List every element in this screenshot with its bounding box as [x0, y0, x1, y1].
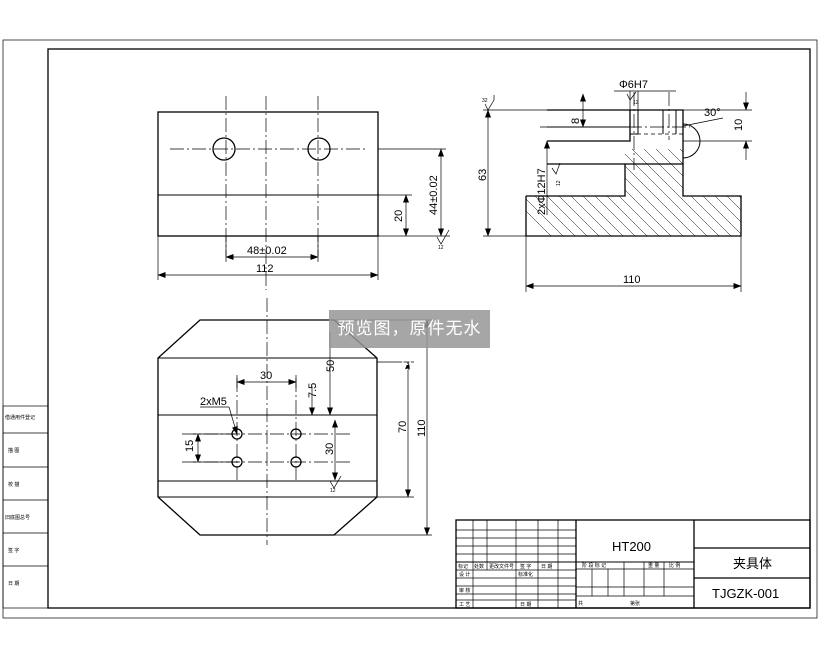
roughness-symbol-side-top: 32: [482, 95, 495, 111]
roughness-top-value: 12: [438, 245, 444, 251]
side-label-check: 校 描: [8, 481, 19, 488]
sheet-number: 第张: [630, 600, 640, 607]
side-label-register: 借通用件登记: [5, 414, 35, 421]
dim-thread: 2xM5: [200, 396, 227, 408]
roughness-fit-value: 12: [556, 180, 562, 186]
stage-header-mark: 阶 段 标 记: [582, 562, 606, 569]
title-block: 标记 处数 更改文件号 签 字 日 期 设 计 标准化 审 核 工 艺 日 期 …: [455, 519, 811, 609]
top-view-outline: [157, 111, 379, 237]
row-date: 日 期: [520, 602, 531, 608]
dim-fit: 2xΦ12H7: [536, 168, 548, 215]
section-outline: [525, 163, 742, 237]
rev-header-sign: 签 字: [520, 563, 531, 570]
row-review: 审 核: [459, 587, 470, 594]
roughness-symbol-plan: 12: [329, 475, 342, 494]
dim-chamfer: 30°: [704, 107, 721, 119]
roughness-bore-value: 12: [633, 100, 639, 106]
sheet-total: 共: [578, 600, 583, 607]
dim-10: 10: [733, 119, 745, 131]
dim-30-vertical: 30: [324, 443, 336, 455]
rev-header-file: 更改文件号: [489, 563, 514, 570]
row-process: 工 艺: [459, 602, 470, 608]
dim-48: 48±0.02: [247, 245, 287, 257]
dim-7-5: 7.5: [307, 383, 319, 398]
dim-44: 44±0.02: [428, 175, 440, 215]
side-section-view: Φ6H7 12 8 30° 10 63 2xΦ12H7 12: [477, 79, 752, 292]
side-label-old-no: 旧底图总号: [5, 514, 30, 521]
dim-bore: Φ6H7: [619, 79, 648, 91]
side-label-sign: 签 字: [8, 547, 19, 554]
side-label-date: 日 期: [8, 581, 19, 587]
sheet-border: [2, 39, 818, 619]
roughness-side-top-value: 32: [482, 98, 488, 104]
dim-70: 70: [397, 421, 409, 433]
plan-hole-pin-1: [290, 428, 302, 440]
dim-110-width: 110: [623, 274, 641, 286]
plan-view-outline: [157, 319, 378, 536]
roughness-symbol-fit: 12: [551, 162, 562, 186]
side-label-trace: 描 图: [8, 447, 19, 454]
roughness-symbol-bore: 12: [626, 91, 639, 106]
row-design: 设 计: [459, 571, 470, 578]
dim-50: 50: [325, 360, 337, 372]
dim-8: 8: [570, 118, 582, 124]
rev-header-mark: 标记: [458, 563, 468, 570]
roughness-symbol-top: 12: [436, 229, 450, 251]
dim-110-vertical: 110: [416, 419, 428, 437]
section-hatching: [526, 148, 741, 236]
drawing-number: TJGZK-001: [712, 586, 779, 601]
dim-112: 112: [256, 263, 274, 275]
row-standard: 标准化: [518, 571, 533, 578]
rev-header-date: 日 期: [541, 564, 552, 570]
side-register: 借通用件登记 描 图 校 描 旧底图总号 签 字 日 期: [2, 405, 49, 609]
plan-hole-pin-2: [290, 456, 302, 468]
dim-30-horizontal: 30: [260, 370, 272, 382]
watermark-banner: 预览图，原件无水印: [329, 310, 490, 377]
stage-header-scale: 比 例: [669, 562, 680, 569]
stage-header-weight: 重 量: [648, 562, 659, 569]
roughness-plan-value: 12: [330, 488, 336, 494]
material: HT200: [612, 539, 651, 554]
dim-20: 20: [393, 210, 405, 222]
dim-63: 63: [477, 169, 489, 181]
dim-15: 15: [184, 440, 196, 452]
top-view: 48±0.02 112 20 44±0.02 12: [157, 96, 450, 290]
part-name: 夹具体: [733, 556, 772, 571]
rev-header-count: 处数: [474, 563, 484, 570]
top-view-hole-left: [212, 137, 236, 161]
